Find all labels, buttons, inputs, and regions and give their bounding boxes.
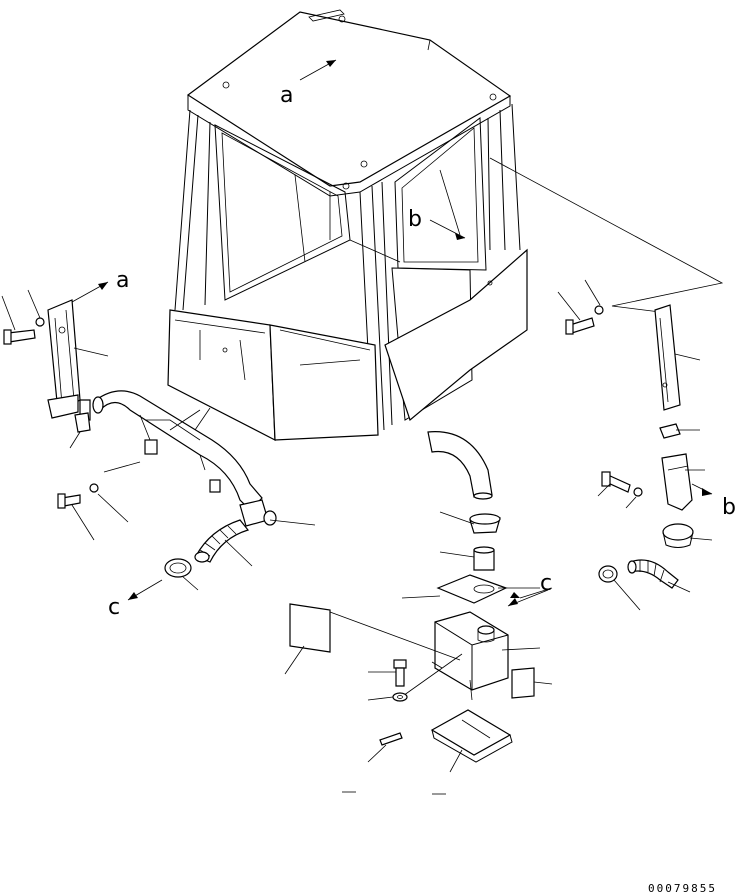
label-c-center: c: [540, 571, 552, 596]
pin-center: [367, 732, 403, 763]
bolt-center: [368, 659, 407, 687]
duct-pipe-assembly: [92, 390, 316, 527]
duct-ring: [439, 511, 501, 534]
gasket-plate: c: [401, 571, 553, 607]
small-elbow-hose: [69, 399, 91, 449]
cab-assembly: a b: [167, 9, 724, 442]
catalog-number: 00079855: [648, 882, 717, 895]
center-elbow-duct: [427, 431, 493, 500]
filter-cap-right: [662, 523, 713, 548]
bolt-washer-right: [597, 471, 643, 509]
bottom-bracket-plate: [430, 709, 513, 773]
label-b-cab: b: [408, 207, 422, 232]
right-duct-elbow: b: [661, 453, 736, 520]
hose-clamp-left: c: [108, 558, 199, 620]
hose-clamp-right: [598, 565, 641, 611]
small-clip-right: [659, 423, 700, 439]
insulation-pad-right: [511, 667, 553, 699]
bolt-washer-middle-left: [57, 461, 141, 541]
bolt-washer-upper-left: [1, 289, 45, 345]
corrugated-hose-left: [194, 519, 253, 567]
label-a-left: a: [116, 268, 129, 293]
label-a-top: a: [280, 83, 293, 108]
label-c-left: c: [108, 595, 120, 620]
washer-center: [367, 692, 408, 702]
insulation-pad-left: [284, 603, 461, 675]
duct-sleeve: [439, 546, 495, 571]
corrugated-hose-right: [627, 559, 691, 593]
heater-box: [399, 611, 541, 701]
bolt-washer-upper-right: [557, 279, 604, 335]
label-b-right: b: [722, 495, 736, 520]
right-vertical-duct: [654, 304, 701, 411]
